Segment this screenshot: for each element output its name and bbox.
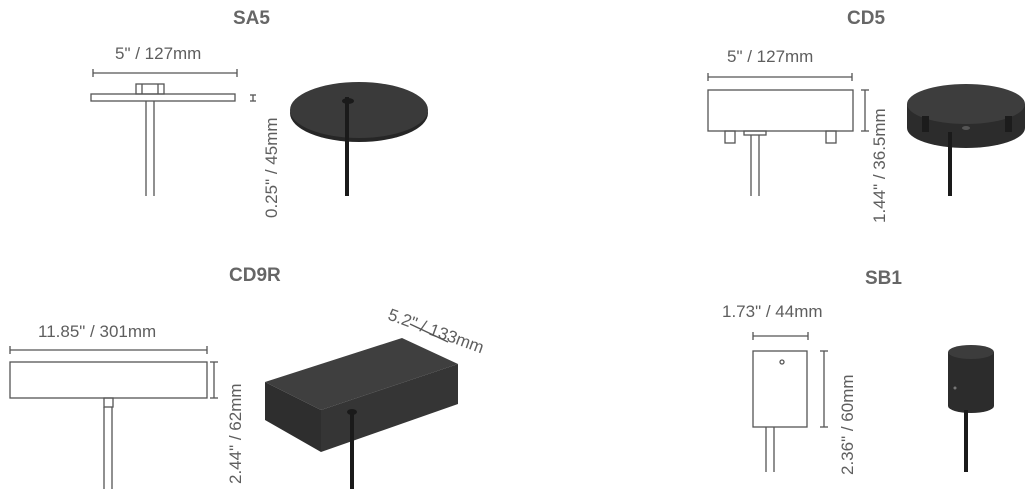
cd5-width-dimension-line [707, 73, 853, 81]
sa5-height-dimension-line [250, 94, 256, 102]
cd9r-side-view [9, 361, 208, 489]
cd9r-title: CD9R [229, 265, 281, 286]
cd9r-product-render [265, 338, 458, 489]
sa5-title: SA5 [233, 8, 270, 29]
sb1-width-dimension-line [752, 332, 809, 340]
sb1-height-dimension-line [820, 350, 828, 428]
cd5-title: CD5 [847, 8, 886, 29]
sa5-width-label: 5" / 127mm [115, 44, 202, 63]
cd5-width-label: 5" / 127mm [727, 47, 814, 66]
cd5-height-dimension-line [861, 89, 869, 132]
sa5-width-dimension-line [92, 69, 238, 77]
cd9r-width-label: 11.85" / 301mm [38, 322, 157, 341]
cd9r-width-dimension-line [9, 346, 208, 354]
sb1-side-view [752, 350, 808, 472]
cd9r-depth-dimension-line [409, 323, 449, 343]
sb1-width-label: 1.73" / 44mm [722, 302, 823, 321]
sa5-product-render [290, 82, 428, 196]
cd5-product-render [907, 84, 1025, 196]
cd5-side-view [707, 89, 854, 196]
sb1-product-render [948, 345, 994, 472]
cd9r-height-dimension-line [210, 361, 218, 399]
sa5-side-view [90, 83, 236, 196]
sb1-title: SB1 [865, 268, 902, 289]
